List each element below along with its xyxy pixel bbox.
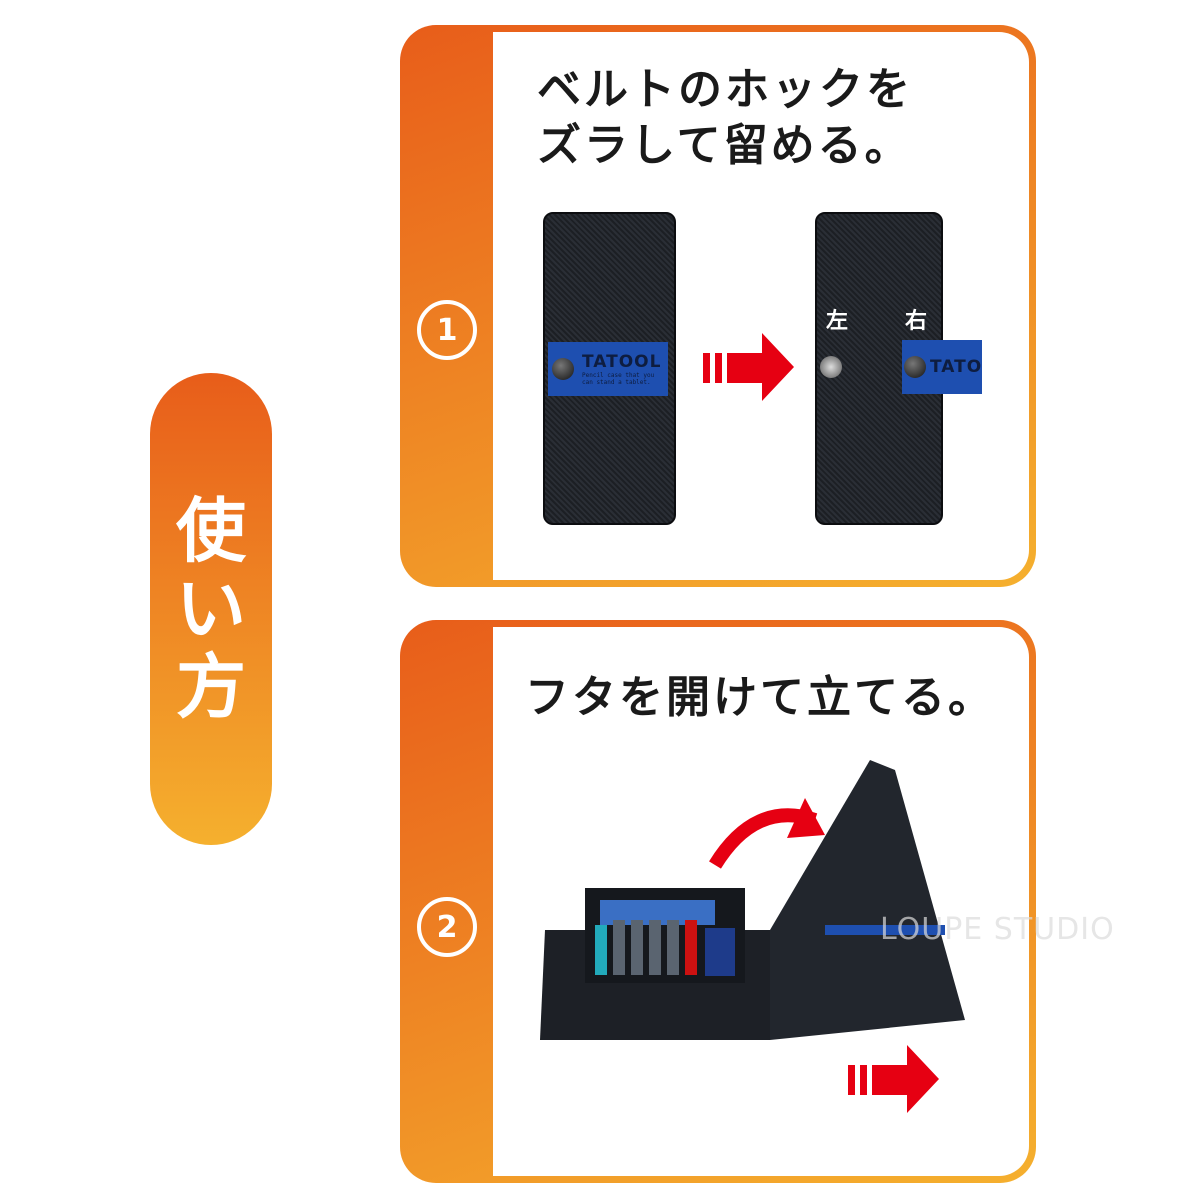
- label-right: 右: [905, 309, 928, 334]
- side-char: 使: [176, 490, 246, 572]
- step-number: 2: [417, 897, 477, 957]
- watermark: LOUPE STUDIO: [880, 912, 1115, 947]
- step-number: 1: [417, 300, 477, 360]
- label-left: 左: [826, 309, 849, 334]
- side-char: い: [176, 568, 246, 650]
- title-line: ズラして留める。: [537, 120, 912, 171]
- snap-button: [904, 356, 926, 378]
- hook-icon: [820, 356, 842, 378]
- brand-logo: TATOOL: [582, 352, 662, 372]
- arrow-right-icon: [848, 1045, 939, 1113]
- side-char: 方: [176, 646, 246, 728]
- case-open-standing-image: [540, 760, 965, 1040]
- step-1-title: ベルトのホックを ズラして留める。: [537, 62, 913, 174]
- snap-button: [552, 358, 574, 380]
- band-text: Pencil case that you can stand a tablet.: [582, 372, 655, 386]
- brand-logo: TATOOL: [930, 357, 982, 377]
- arrow-right-icon: [703, 333, 794, 401]
- how-to-use-label: 使 い 方: [150, 373, 272, 845]
- title-line: ベルトのホックを: [537, 64, 913, 115]
- step-2-title: フタを開けて立てる。: [525, 672, 995, 723]
